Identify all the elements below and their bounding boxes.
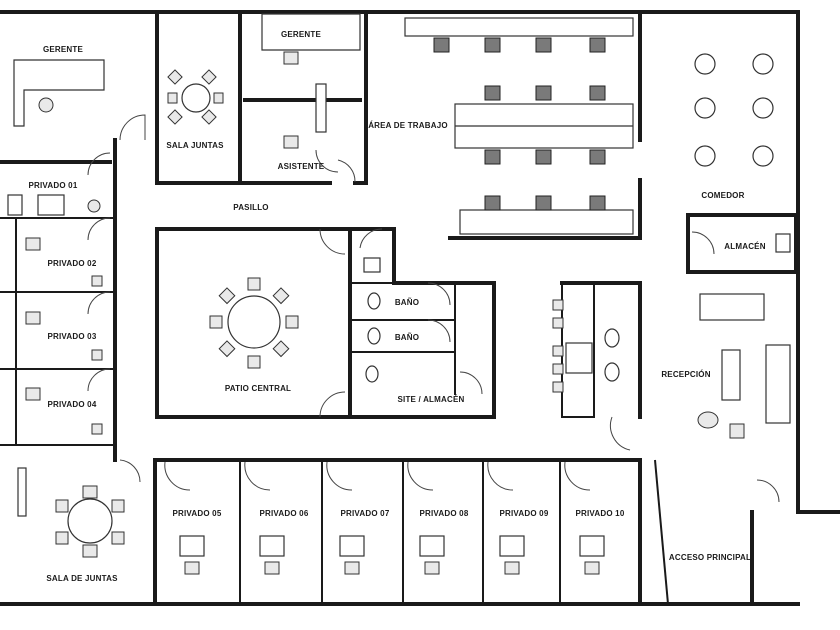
room-labels: GERENTE SALA JUNTAS GERENTE ASISTENTE ÁR… [29, 30, 766, 583]
label-privado-08: PRIVADO 08 [420, 509, 469, 518]
label-privado-01: PRIVADO 01 [29, 181, 78, 190]
label-bano-1: BAÑO [395, 298, 419, 307]
label-bano-2: BAÑO [395, 333, 419, 342]
label-gerente-1: GERENTE [43, 45, 84, 54]
label-acceso-principal: ACCESO PRINCIPAL [669, 553, 751, 562]
label-area-trabajo: ÁREA DE TRABAJO [368, 121, 448, 130]
doors [87, 114, 780, 503]
label-privado-03: PRIVADO 03 [48, 332, 97, 341]
label-privado-07: PRIVADO 07 [341, 509, 390, 518]
label-privado-05: PRIVADO 05 [173, 509, 222, 518]
label-comedor: COMEDOR [701, 191, 744, 200]
label-privado-04: PRIVADO 04 [48, 400, 97, 409]
label-privado-06: PRIVADO 06 [260, 509, 309, 518]
label-sala-juntas-top: SALA JUNTAS [166, 141, 224, 150]
label-privado-10: PRIVADO 10 [576, 509, 625, 518]
label-pasillo: PASILLO [233, 203, 268, 212]
label-privado-09: PRIVADO 09 [500, 509, 549, 518]
label-almacen: ALMACÉN [724, 242, 765, 251]
furniture [7, 13, 791, 575]
label-gerente-2: GERENTE [281, 30, 322, 39]
label-asistente: ASISTENTE [278, 162, 325, 171]
label-sala-de-juntas: SALA DE JUNTAS [46, 574, 118, 583]
walls [0, 10, 840, 606]
label-site-almacen: SITE / ALMACÉN [398, 395, 465, 404]
label-recepcion: RECEPCIÓN [661, 370, 710, 379]
label-patio-central: PATIO CENTRAL [225, 384, 291, 393]
label-privado-02: PRIVADO 02 [48, 259, 97, 268]
